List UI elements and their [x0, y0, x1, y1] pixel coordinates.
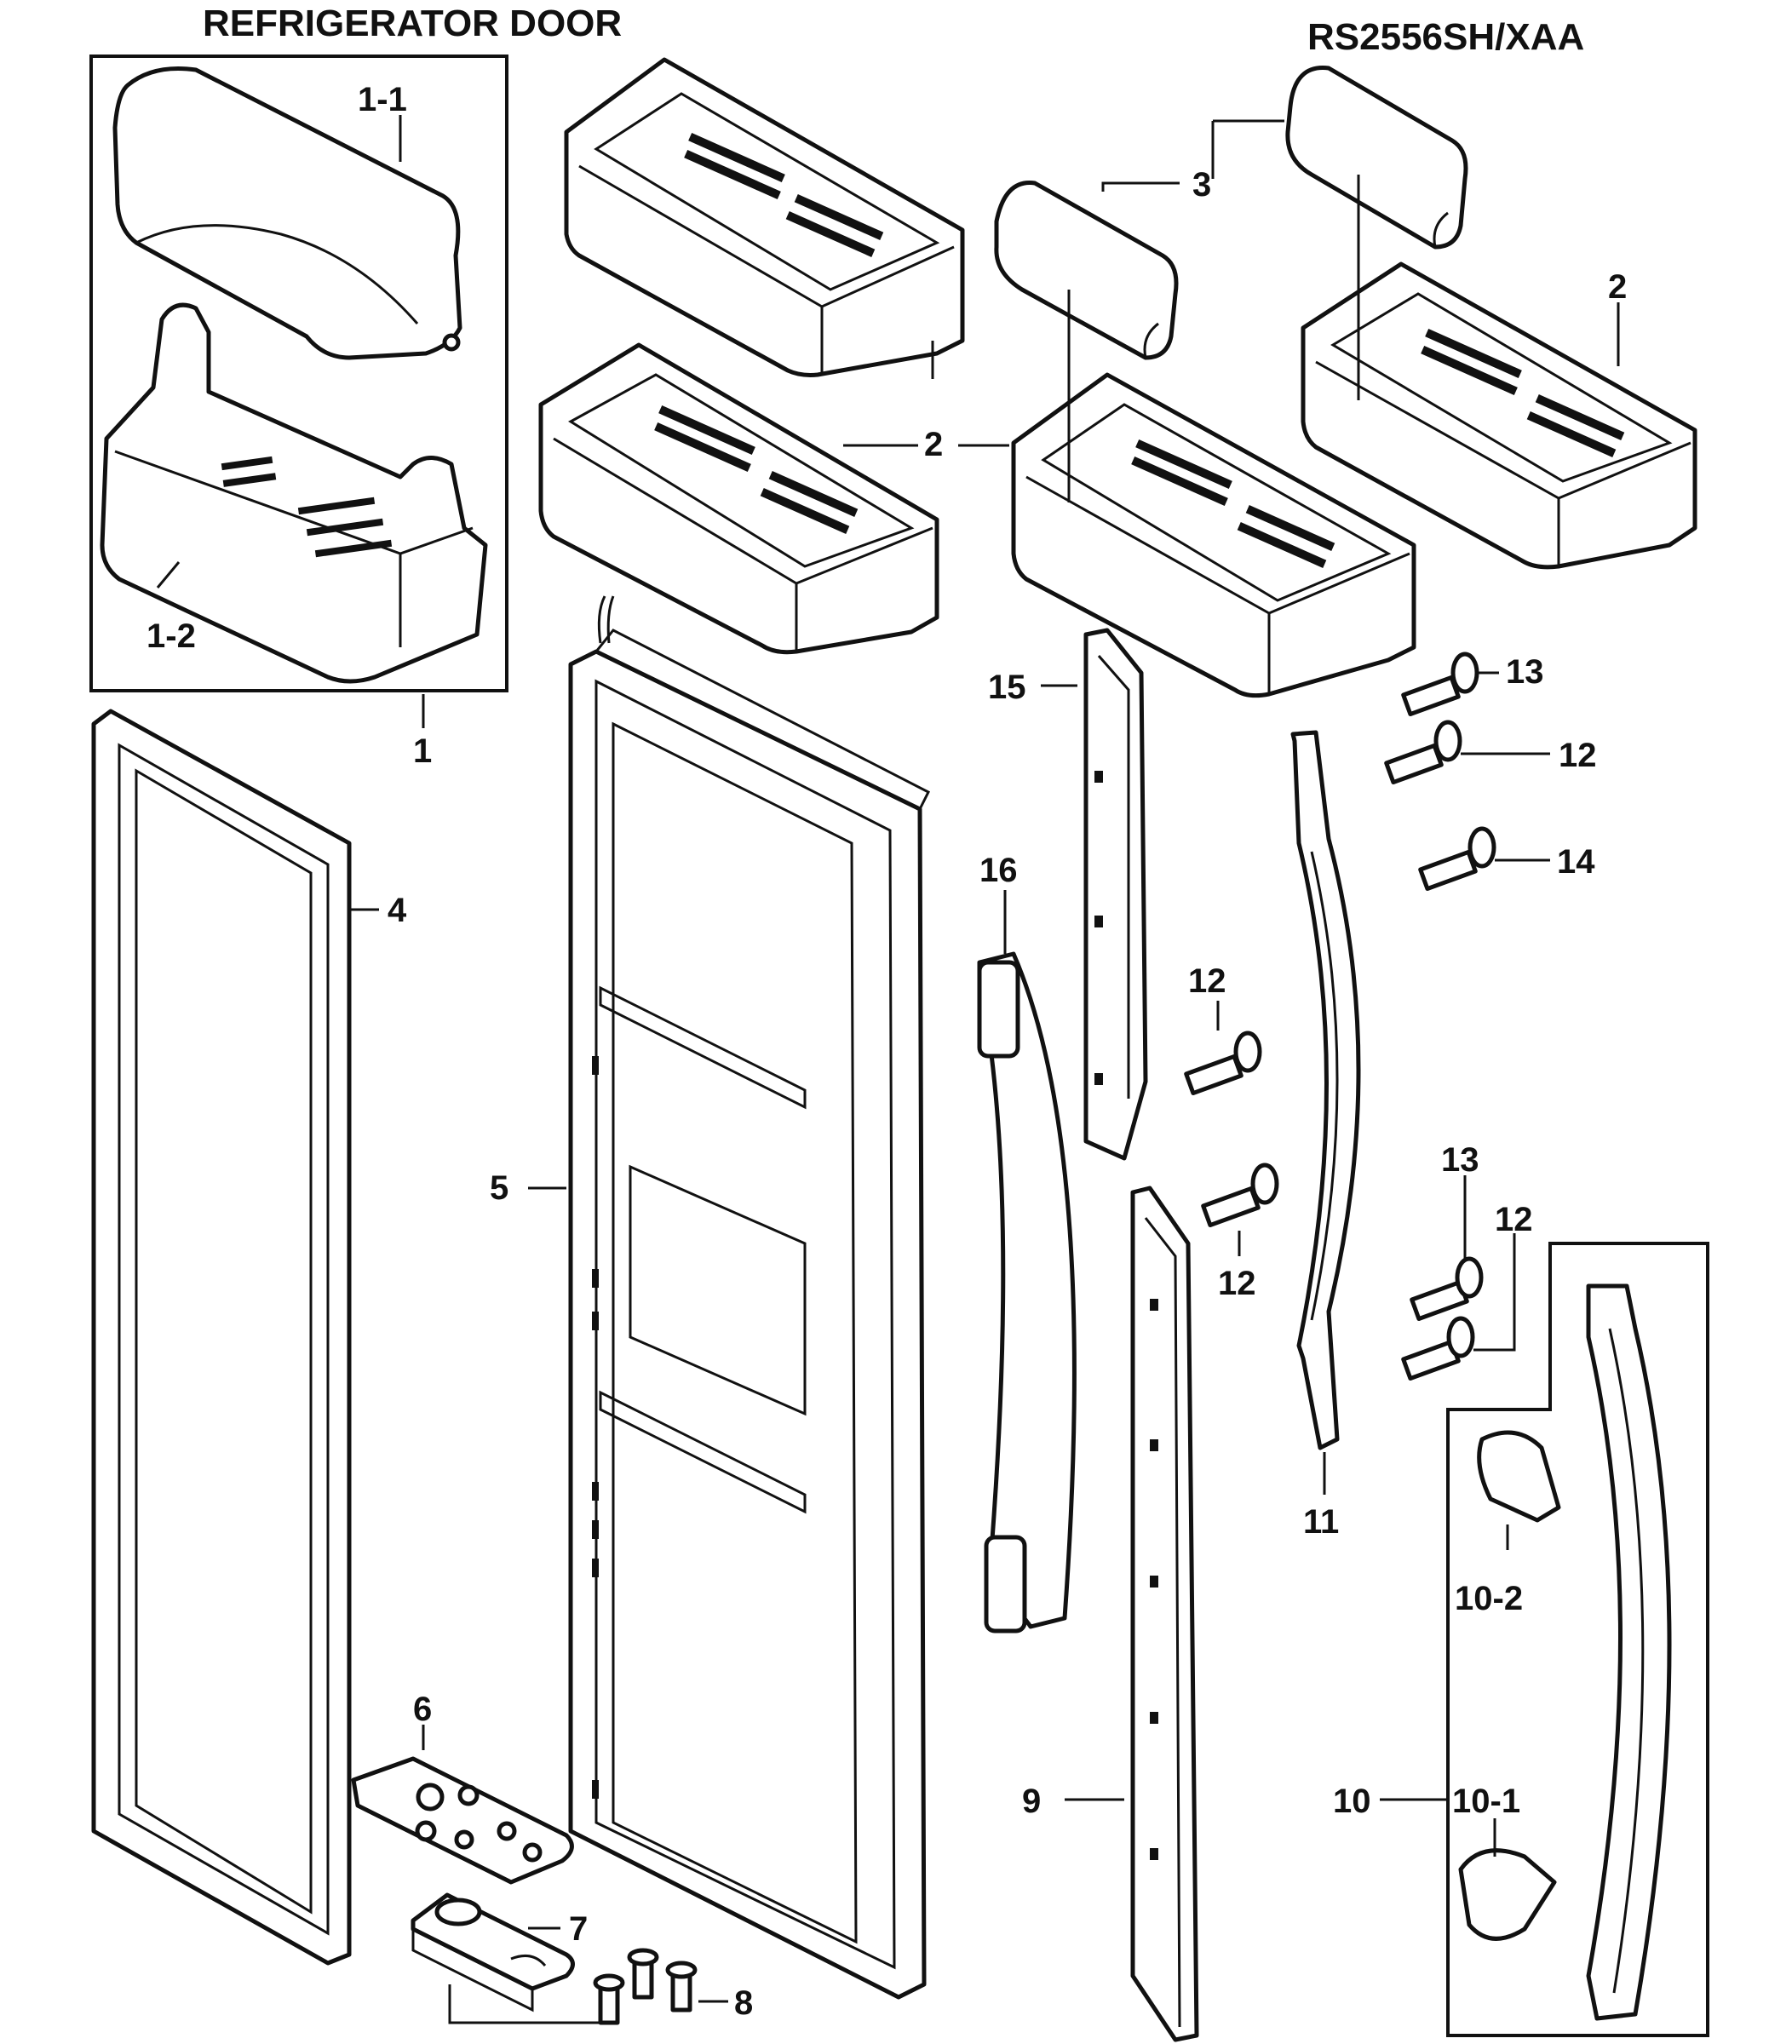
callout-12-top: 12: [1559, 737, 1597, 774]
screw-12-mid-upper[interactable]: [1184, 1031, 1262, 1096]
callout-12-mid-lower: 12: [1218, 1265, 1256, 1302]
callout-13-top: 13: [1506, 653, 1544, 691]
callout-1: 1: [413, 732, 432, 770]
part-7-hinge[interactable]: [411, 1892, 575, 2012]
callout-7: 7: [569, 1910, 588, 1948]
callout-10: 10: [1333, 1783, 1371, 1820]
callout-8: 8: [734, 1984, 753, 2022]
part-3-bin-cover-a[interactable]: [994, 181, 1179, 360]
part-6-hinge-plate[interactable]: [351, 1756, 574, 1885]
callout-4: 4: [388, 892, 407, 929]
leader-3b: [1211, 119, 1284, 179]
part-10-1-end-cap[interactable]: [1458, 1848, 1557, 1941]
leader-8-bracket: [448, 1984, 609, 2024]
screw-12-bottom[interactable]: [1401, 1316, 1475, 1381]
part-1-2-bin[interactable]: [100, 302, 488, 684]
part-2-shelf-bin-c[interactable]: [1011, 372, 1416, 698]
callout-5: 5: [490, 1169, 508, 1207]
part-5-door-liner[interactable]: [568, 595, 931, 2000]
leader-12-bottom: [1473, 1233, 1516, 1352]
leader-3a: [1101, 181, 1180, 192]
callout-11: 11: [1303, 1503, 1339, 1541]
callout-6: 6: [413, 1691, 432, 1728]
part-11-handle-bracket[interactable]: [1290, 730, 1361, 1450]
callout-10-2: 10-2: [1455, 1580, 1523, 1617]
screw-12-top[interactable]: [1384, 720, 1462, 785]
part-10-group-box: [1446, 1242, 1709, 2037]
callout-16: 16: [979, 852, 1018, 889]
model-number: RS2556SH/XAA: [1307, 16, 1584, 58]
part-10-handle[interactable]: [1586, 1283, 1672, 2021]
screw-12-mid-lower[interactable]: [1201, 1163, 1279, 1228]
callout-1-2: 1-2: [146, 617, 196, 655]
callout-12-bottom: 12: [1495, 1201, 1533, 1238]
part-16-handle[interactable]: [977, 951, 1077, 1633]
part-2-shelf-bin-a[interactable]: [564, 57, 965, 377]
part-1-1-bin-cover[interactable]: [112, 66, 462, 360]
callout-2-center: 2: [924, 426, 943, 463]
screw-13-bottom[interactable]: [1410, 1256, 1484, 1322]
part-1-group-box: [89, 55, 508, 692]
part-4-door-gasket[interactable]: [91, 709, 352, 1966]
screw-14[interactable]: [1418, 826, 1496, 892]
diagram-title: REFRIGERATOR DOOR: [203, 3, 622, 44]
callout-1-1: 1-1: [358, 81, 407, 118]
callout-13-bottom: 13: [1441, 1141, 1479, 1179]
part-3-bin-cover-b[interactable]: [1285, 66, 1468, 250]
part-9-door-trim[interactable]: [1130, 1186, 1199, 2042]
callout-3: 3: [1192, 166, 1211, 204]
callout-15: 15: [988, 669, 1026, 706]
callout-12-mid-upper: 12: [1188, 962, 1226, 1000]
callout-14: 14: [1557, 843, 1595, 881]
part-2-shelf-bin-d[interactable]: [1301, 261, 1697, 570]
part-2-shelf-bin-b[interactable]: [538, 342, 939, 655]
callout-10-1: 10-1: [1452, 1783, 1520, 1820]
callout-9: 9: [1022, 1783, 1041, 1820]
part-8-screws[interactable]: [593, 1948, 698, 2025]
part-10-2-end-cap[interactable]: [1477, 1430, 1561, 1523]
callout-2-right: 2: [1608, 268, 1627, 306]
screw-13-top[interactable]: [1401, 652, 1479, 717]
leader-1-2: [156, 561, 181, 589]
part-15-door-trim-upper[interactable]: [1083, 628, 1148, 1161]
